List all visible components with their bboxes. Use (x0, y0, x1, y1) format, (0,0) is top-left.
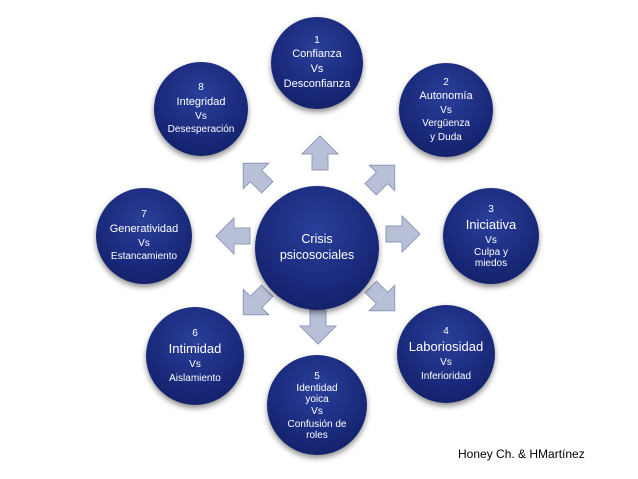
arrow-to-stage-2 (364, 164, 396, 196)
stage-8-number: 8 (198, 82, 204, 94)
stage-4-node: 4 Laboriosidad Vs Inferioridad (397, 305, 495, 403)
stage-2-number: 2 (443, 76, 449, 88)
stage-8-node: 8 Integridad Vs Desesperación (154, 62, 248, 156)
arrow-to-stage-5 (298, 309, 338, 345)
stage-6-first: Intimidad (168, 341, 222, 357)
arrow-to-stage-8 (242, 162, 274, 194)
stage-5-vs: Vs (311, 406, 323, 417)
stage-5-second-2: roles (306, 429, 328, 441)
stage-1-vs: Vs (310, 63, 324, 76)
stage-5-node: 5 Identidad yoica Vs Confusión de roles (267, 355, 367, 455)
stage-3-second-1: Culpa y (474, 247, 508, 259)
stage-8-vs: Vs (195, 110, 207, 122)
center-line-1: Crisis (301, 232, 333, 247)
stage-7-vs: Vs (138, 237, 150, 249)
stage-7-first: Generatividad (109, 222, 179, 235)
stage-5-second-1: Confusión de (287, 418, 347, 430)
stage-5-number: 5 (314, 370, 320, 382)
stage-6-vs: Vs (189, 359, 201, 371)
arrow-to-stage-6 (242, 284, 274, 316)
stage-8-first: Integridad (176, 95, 226, 108)
stage-7-second: Estancamiento (110, 251, 178, 263)
stage-2-second-2: y Duda (430, 131, 462, 143)
stage-6-node: 6 Intimidad Vs Aislamiento (146, 307, 244, 405)
stage-5-first-1: Identidad (296, 383, 338, 394)
stage-4-second: Inferioridad (420, 370, 472, 382)
stage-1-node: 1 Confianza Vs Desconfianza (271, 17, 363, 109)
stage-1-second: Desconfianza (283, 78, 351, 91)
stage-8-second: Desesperación (167, 124, 235, 136)
stage-7-node: 7 Generatividad Vs Estancamiento (96, 188, 192, 284)
stage-6-number: 6 (192, 327, 198, 339)
arrow-to-stage-7 (215, 216, 251, 256)
stage-7-number: 7 (141, 209, 147, 221)
stage-4-number: 4 (443, 325, 449, 337)
stage-6-second: Aislamiento (169, 372, 221, 384)
stage-3-second-2: miedos (474, 258, 508, 270)
stage-1-first: Confianza (292, 48, 342, 61)
arrow-to-stage-1 (300, 135, 340, 171)
stage-2-node: 2 Autonomía Vs Vergüenza y Duda (399, 63, 493, 157)
stage-3-first: Iniciativa (465, 217, 517, 233)
stage-5-first-2: yoica (305, 394, 329, 405)
stage-1-number: 1 (314, 34, 320, 46)
arrow-to-stage-3 (385, 214, 421, 254)
stage-2-first: Autonomía (419, 90, 473, 103)
author-credit: Honey Ch. & HMartínez (458, 447, 585, 461)
center-node: Crisis psicosociales (255, 186, 379, 310)
stage-2-vs: Vs (440, 104, 452, 116)
stage-4-vs: Vs (440, 357, 452, 369)
stage-2-second-1: Vergüenza (422, 118, 470, 130)
stage-4-first: Laboriosidad (408, 339, 484, 355)
stage-3-number: 3 (488, 203, 494, 215)
stage-3-vs: Vs (485, 234, 497, 246)
stage-3-node: 3 Iniciativa Vs Culpa y miedos (443, 188, 539, 284)
center-line-2: psicosociales (279, 248, 355, 262)
arrow-to-stage-4 (364, 280, 396, 312)
